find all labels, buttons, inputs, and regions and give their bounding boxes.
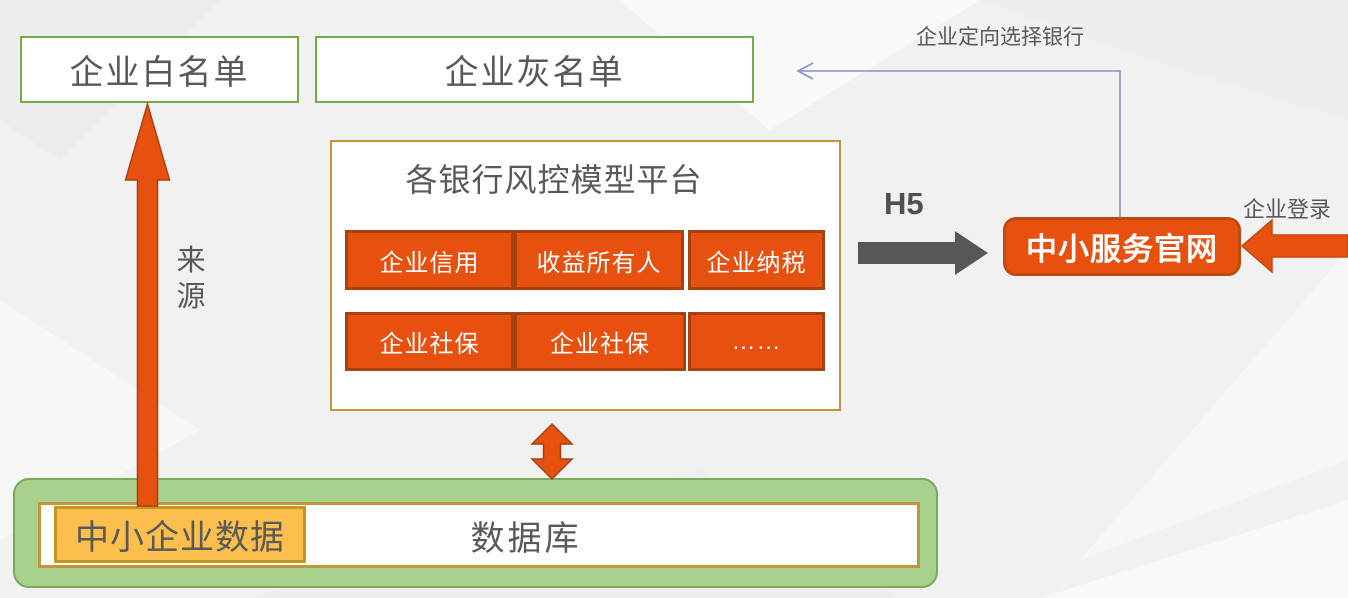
greylist-label: 企业灰名单 xyxy=(444,54,625,92)
database-label: 数据库 xyxy=(470,519,582,558)
source-arrow-up-icon xyxy=(124,101,171,507)
sme-data-label: 中小企业数据 xyxy=(75,519,285,557)
module-beneficial-owner: 收益所有人 xyxy=(514,230,684,290)
module-enterprise-credit: 企业信用 xyxy=(345,230,514,290)
select-bank-arrow-icon xyxy=(796,62,1121,217)
select-bank-label: 企业定向选择银行 xyxy=(916,26,1084,49)
module-enterprise-social-security-2: 企业社保 xyxy=(514,312,686,371)
module-ellipsis: …… xyxy=(688,312,825,371)
h5-label: H5 xyxy=(884,186,924,221)
module-enterprise-social-security-1: 企业社保 xyxy=(345,312,514,371)
sme-service-portal-box: 中小服务官网 xyxy=(1003,217,1241,276)
sync-arrow-up-down-icon xyxy=(530,422,574,481)
enterprise-login-label: 企业登录 xyxy=(1243,197,1332,222)
whitelist-label: 企业白名单 xyxy=(69,54,250,92)
whitelist-box: 企业白名单 xyxy=(20,36,299,103)
greylist-box: 企业灰名单 xyxy=(315,36,754,103)
sme-data-box: 中小企业数据 xyxy=(54,506,306,563)
platform-title: 各银行风控模型平台 xyxy=(405,162,703,198)
sme-service-portal-label: 中小服务官网 xyxy=(1026,232,1218,267)
bank-risk-platform-box: 各银行风控模型平台 企业信用 收益所有人 企业纳税 企业社保 企业社保 …… xyxy=(330,140,841,411)
h5-arrow-right-icon xyxy=(858,231,988,275)
module-enterprise-tax: 企业纳税 xyxy=(688,230,825,290)
source-label: 来源 xyxy=(176,245,206,313)
database-container: 中小企业数据 数据库 xyxy=(13,478,938,588)
login-arrow-left-icon xyxy=(1240,218,1348,274)
database-box: 中小企业数据 数据库 xyxy=(38,502,920,568)
